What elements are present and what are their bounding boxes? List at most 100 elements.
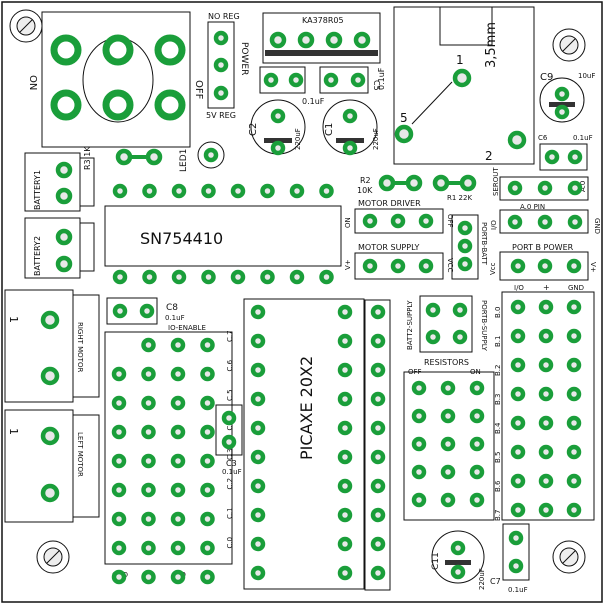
- port-c-pad: [141, 453, 156, 469]
- right-motor-connector: 1 RIGHT MOTOR: [4, 289, 100, 403]
- port-b-pin-label: B.2: [494, 365, 502, 376]
- side-header-pin: [370, 420, 386, 436]
- port-c-pad: [111, 511, 127, 527]
- 5v-reg-label: 5V REG: [206, 111, 236, 120]
- battery2-connector: BATTERY2: [24, 217, 95, 279]
- capacitor-c3-top: [259, 66, 306, 94]
- port-b-pad: [566, 299, 582, 315]
- port-c-pad: [170, 395, 186, 411]
- r1-label: R1 22K: [447, 194, 472, 202]
- picaxe-right-pin: [337, 333, 353, 349]
- picaxe-left-pin: [250, 420, 266, 436]
- sn754410-bottom-pin: [201, 269, 216, 285]
- mounting-hole-bottom-left: [36, 540, 70, 574]
- resistor-pad: [440, 492, 456, 508]
- port-c-pad: [200, 337, 215, 353]
- port-c-pad: [170, 569, 186, 585]
- port-c-pad: [141, 337, 156, 353]
- port-c-pad: [170, 482, 186, 498]
- port-b-pin-label: B.1: [494, 336, 502, 347]
- a0-pin-header: A.0 PIN GND I/O: [490, 203, 601, 234]
- port-c-pin-label: C.6: [226, 359, 234, 371]
- picaxe-left-pin: [250, 478, 266, 494]
- picaxe-left-pin: [250, 333, 266, 349]
- right-motor-pin1: 1: [7, 316, 20, 323]
- side-header-pin: [370, 362, 386, 378]
- picaxe-right-pin: [337, 536, 353, 552]
- port-b-pad: [510, 473, 526, 489]
- vcc-b-label: Vcc: [489, 262, 497, 275]
- battery1-label: BATTERY1: [33, 170, 42, 210]
- port-b-pad: [510, 415, 526, 431]
- resistor-pull-grid: OFF ON: [403, 368, 495, 521]
- resistor-pad: [469, 408, 485, 424]
- port-b-pad: [510, 444, 526, 460]
- capacitor-c1: C1 220uF: [322, 99, 380, 156]
- port-b-pin-label: B.0: [494, 307, 502, 318]
- picaxe-right-pin: [337, 507, 353, 523]
- jack-size-label: 3,5mm: [484, 22, 499, 68]
- port-b-pad: [538, 473, 554, 489]
- c7-value: 0.1uF: [508, 586, 528, 594]
- side-header-pin: [370, 449, 386, 465]
- sn754410-top-pin: [112, 183, 128, 199]
- picaxe-right-pin: [337, 478, 353, 494]
- resistor-pad: [469, 380, 485, 396]
- motor-driver-off: OFF: [446, 214, 454, 228]
- serout-header: SEROUT A.0: [492, 167, 589, 201]
- resistors-jumper-block: BATT2-SUPPLY PORTB-SUPPLY RESISTORS: [406, 295, 488, 367]
- resistors-jumper-pad: [425, 329, 441, 345]
- capacitor-c9: C9 10uF C6 0.1uF: [538, 72, 595, 142]
- port-c-pad: [170, 453, 186, 469]
- port-c-pad: [111, 453, 127, 469]
- switch-off-label: OFF: [193, 80, 204, 100]
- port-c-pad: [111, 540, 127, 556]
- io-enable-label: IO-ENABLE: [168, 324, 206, 332]
- c2-label: C2: [248, 123, 259, 136]
- port-c-pad: [141, 540, 156, 556]
- port-b-pad: [566, 502, 582, 518]
- picaxe-right-pin: [337, 304, 353, 320]
- c11-value: 220uF: [478, 568, 486, 590]
- port-c-pad: [170, 540, 186, 556]
- res-off-label: OFF: [408, 368, 422, 376]
- port-c-pad: [200, 511, 215, 527]
- port-c-pad: [170, 424, 186, 440]
- c2-value: 220uF: [294, 128, 302, 150]
- c3-label: C3: [226, 459, 237, 468]
- picaxe-label: PICAXE 20X2: [297, 356, 316, 460]
- port-b-pin-label: B.5: [494, 452, 502, 463]
- a0-io-label: I/O: [490, 220, 498, 230]
- port-c-pad: [111, 366, 127, 382]
- portb-io-label: I/O: [514, 284, 524, 292]
- capacitor-c7: C7 0.1uF: [490, 523, 530, 594]
- sn754410-top-pin: [260, 183, 275, 199]
- port-c-pad: [111, 569, 127, 585]
- capacitor-c8: C8 0.1uF: [106, 297, 185, 325]
- resistor-pad: [440, 464, 456, 480]
- port-b-pin-label: B.6: [494, 480, 502, 492]
- r2-value: 10K: [357, 186, 373, 195]
- port-b-pad: [538, 299, 554, 315]
- resistor-pad: [440, 436, 456, 452]
- port-b-power-label: PORT B POWER: [512, 243, 574, 252]
- picaxe-left-pin: [250, 362, 266, 378]
- switch-on-label: ON: [27, 75, 38, 90]
- c6-value: 0.1uF: [573, 134, 593, 142]
- port-c-pad: [200, 482, 215, 498]
- left-motor-pin1: 1: [7, 428, 20, 435]
- port-c-pad: [111, 395, 127, 411]
- picaxe-right-pin: [337, 565, 353, 581]
- sn754410-top-pin: [142, 183, 157, 199]
- power-switch: ON OFF: [27, 11, 204, 148]
- port-b-pad: [538, 444, 554, 460]
- battery1-connector: BATTERY1: [24, 152, 95, 212]
- portb-batt-jumper: PORTB-BATT: [451, 214, 488, 280]
- right-motor-label: RIGHT MOTOR: [76, 322, 84, 372]
- port-b-pad: [566, 357, 582, 373]
- side-header-pin: [370, 507, 386, 523]
- port-c-pad: [170, 337, 186, 353]
- port-b-pad: [566, 444, 582, 460]
